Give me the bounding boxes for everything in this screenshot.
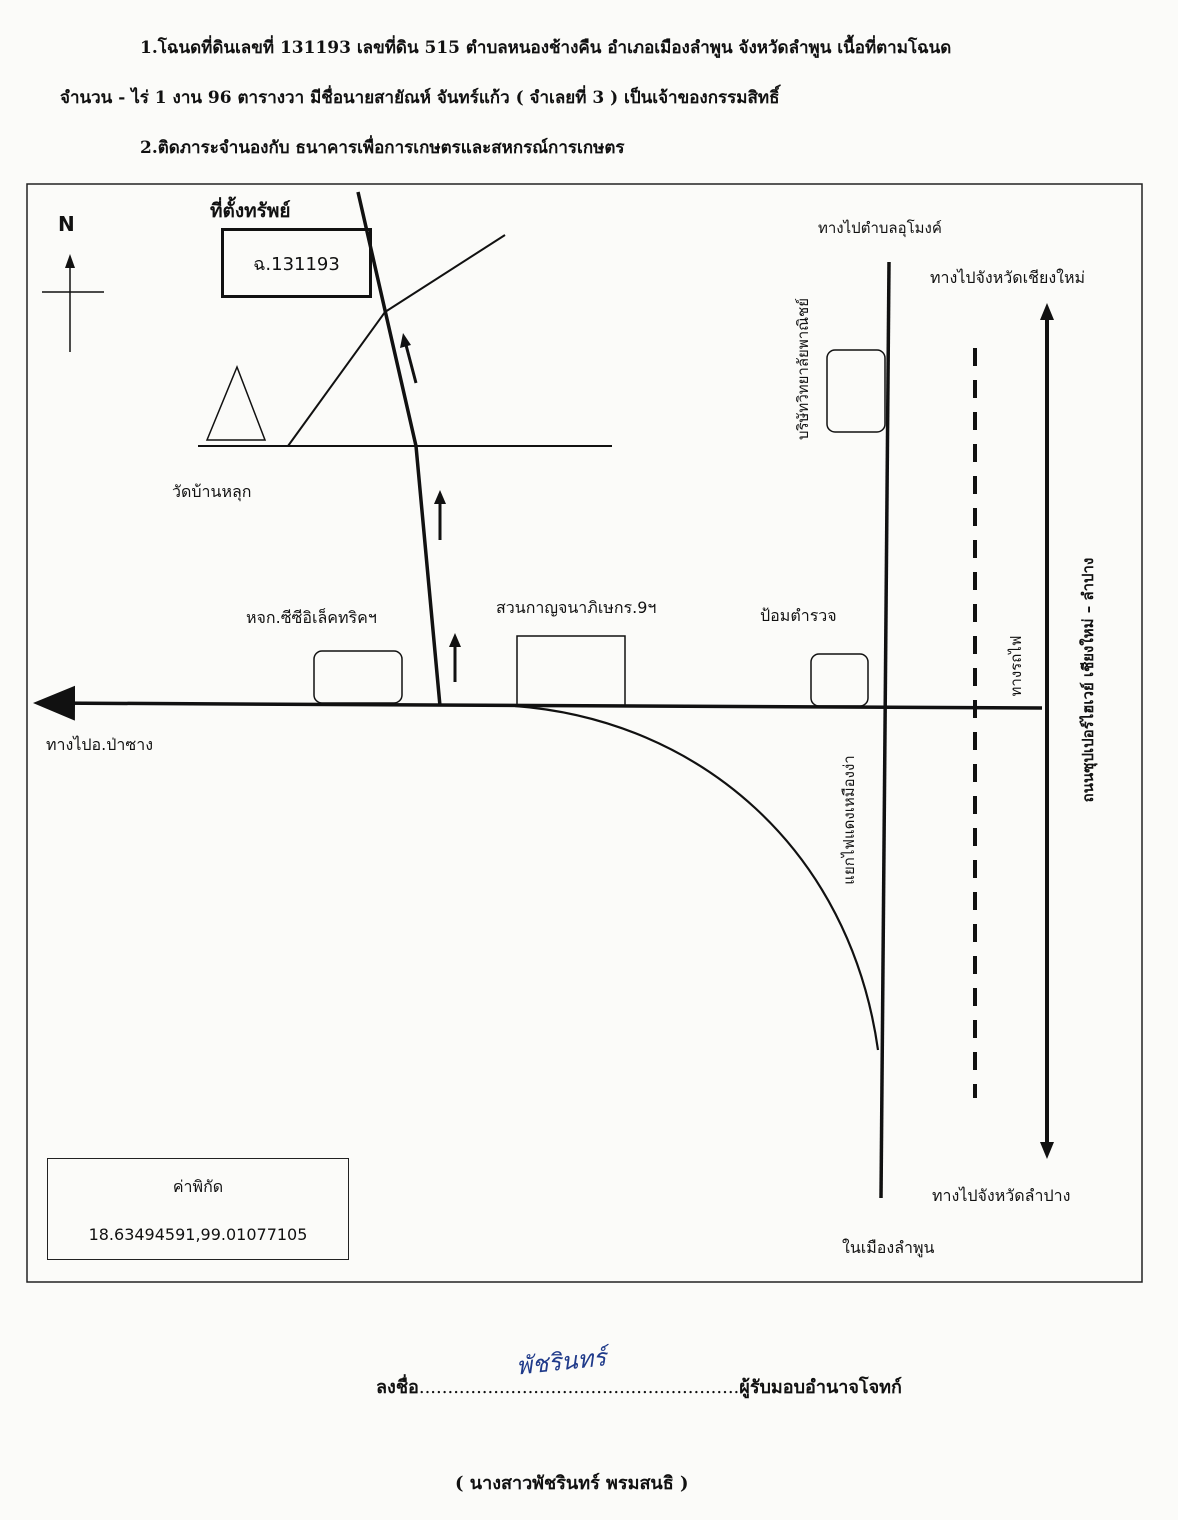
branch-road [287,311,386,447]
route-arrow-icon [434,490,446,540]
coordinates-title: ค่าพิกัด [172,1177,224,1196]
route-arrow-icon [449,633,461,682]
intersection-label: แยกไฟแดงเหมืองง่า [840,755,858,885]
deed-number-box: ฉ.131193 [221,228,372,298]
location-map [26,183,1143,1283]
lamphun-city-label: ในเมืองลำพูน [842,1238,935,1257]
header-line-1: 1.โฉนดที่ดินเลขที่ 131193 เลขที่ดิน 515 … [140,38,952,58]
header-line-2: จำนวน - ไร่ 1 งาน 96 ตารางวา มีชื่อนายสา… [60,88,780,108]
park-label: สวนกาญจนาภิเษกร.9ฯ [496,598,657,617]
railway-label: ทางรถไฟ [1007,635,1025,697]
vertical-road [879,261,891,1199]
route-to-property [356,191,442,707]
police-box-building [810,653,869,707]
to-lampang-label: ทางไปจังหวัดลำปาง [932,1186,1071,1205]
superhighway-arrow-icon [1040,303,1054,1159]
signature-prefix: ลงชื่อ [376,1377,419,1398]
superhighway-label: ถนนซุปเปอร์ไฮเวย์ เชียงใหม่ – ลำปาง [1079,557,1097,803]
temple-icon [205,364,267,441]
to-pasang-label: ทางไปอ.ป่าซาง [46,735,154,754]
curved-road [514,704,880,1051]
north-arrow-icon [42,254,104,352]
coordinates-box: ค่าพิกัด 18.63494591,99.01077105 [47,1158,349,1260]
electric-company-building [313,650,403,704]
to-chiangmai-label: ทางไปจังหวัดเชียงใหม่ [930,268,1086,287]
to-umong-label: ทางไปตำบลอุโมงค์ [818,219,942,237]
college-building [826,349,886,433]
route-arrow-icon [400,333,418,384]
park-building [516,635,626,707]
printed-name: ( นางสาวพัชรินทร์ พรมสนธิ ) [455,1473,689,1494]
signature-suffix: ผู้รับมอบอำนาจโจทก์ [739,1377,902,1398]
signature-line: ลงชื่อ..................................… [376,1372,902,1401]
coordinates-value: 18.63494591,99.01077105 [88,1225,308,1244]
temple-label: วัดบ้านหลุก [172,482,252,501]
electric-company-label: หจก.ซีซีอิเล็คทริคฯ [246,608,377,627]
header-line-3: 2.ติดภาระจำนองกับ ธนาคารเพื่อการเกษตรและ… [140,138,625,158]
property-title: ที่ตั้งทรัพย์ [210,200,291,222]
north-label: N [58,212,75,236]
police-box-label: ป้อมตำรวจ [760,606,837,625]
branch-road-upper [384,234,506,313]
signature-dots: ........................................… [418,1377,740,1398]
map-frame [26,183,1143,1283]
commerce-college-label: บริษัทวิทยาลัยพาณิชย์ [794,297,812,441]
